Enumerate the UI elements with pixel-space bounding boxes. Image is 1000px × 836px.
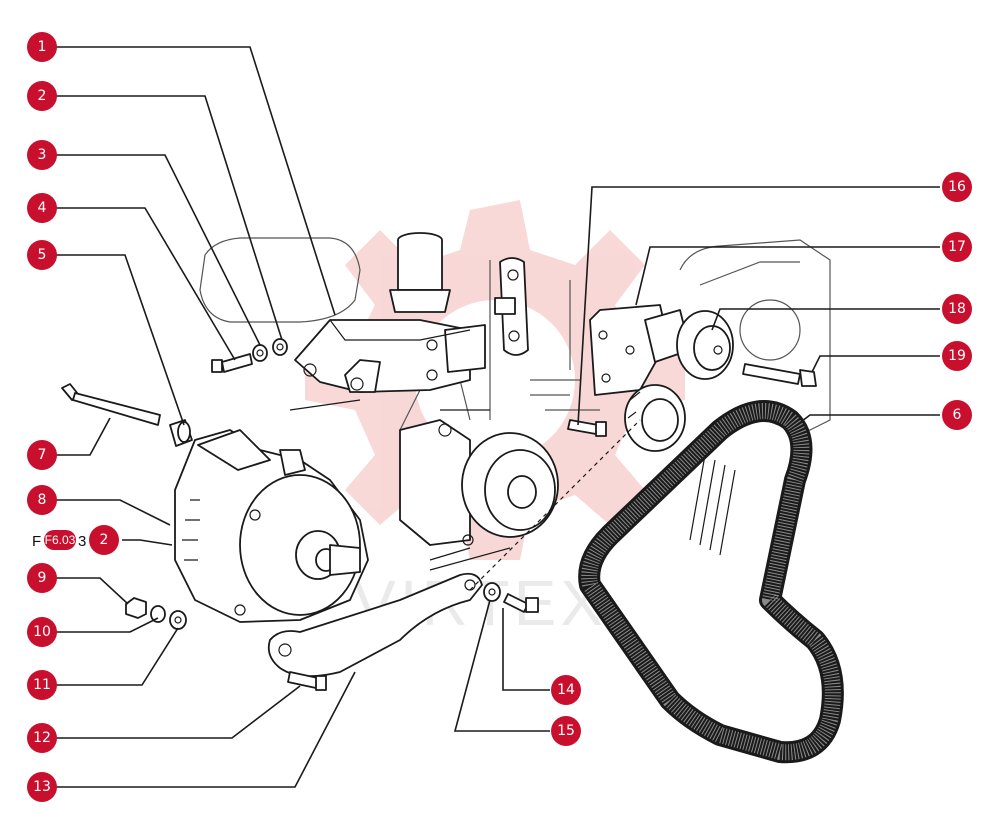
svg-text:7: 7	[38, 447, 47, 463]
callout-15[interactable]: 15	[551, 716, 581, 746]
callout-13[interactable]: 13	[27, 772, 57, 802]
callout-2[interactable]: 2	[27, 81, 57, 111]
callout-17[interactable]: 17	[942, 232, 972, 262]
svg-text:16: 16	[948, 179, 966, 195]
callout-1[interactable]: 1	[27, 32, 57, 62]
svg-text:8: 8	[38, 492, 47, 508]
leader-18	[711, 308, 940, 331]
svg-text:15: 15	[557, 723, 575, 739]
washer-15	[483, 582, 501, 602]
svg-text:4: 4	[38, 200, 47, 216]
washer-11	[169, 610, 187, 630]
water-outlet	[389, 232, 451, 313]
callout-6[interactable]: 6	[942, 400, 972, 430]
callout-8[interactable]: 8	[27, 485, 57, 515]
poly-v-belt	[578, 400, 844, 764]
svg-text:2: 2	[38, 88, 47, 104]
callout-12[interactable]: 12	[27, 723, 57, 753]
nut-9	[125, 597, 147, 619]
long-bolt-7	[61, 383, 161, 426]
svg-text:13: 13	[33, 779, 51, 795]
leader-8	[56, 499, 171, 526]
bolt-19	[742, 363, 817, 387]
leader-10	[56, 617, 159, 633]
spacer-5	[169, 419, 193, 447]
figure-reference-badge	[44, 530, 76, 550]
tensioner-assembly	[589, 304, 734, 452]
callout-18[interactable]: 18	[942, 294, 972, 324]
bolt-4	[211, 353, 253, 373]
svg-text:11: 11	[33, 677, 51, 693]
callout-11[interactable]: 11	[27, 670, 57, 700]
svg-text:10: 10	[33, 624, 51, 640]
figure-reference: F F6.03 3	[32, 530, 86, 550]
svg-text:9: 9	[38, 570, 47, 586]
svg-text:1: 1	[38, 39, 47, 55]
leader-1	[56, 46, 336, 316]
svg-text:14: 14	[557, 682, 575, 698]
callout-9[interactable]: 9	[27, 563, 57, 593]
leader-19	[811, 355, 940, 373]
alternator	[174, 429, 369, 623]
leader-4	[56, 207, 236, 361]
leader-7	[56, 417, 111, 456]
leader-17	[635, 246, 940, 306]
bracket-link	[494, 257, 529, 356]
svg-text:19: 19	[948, 348, 966, 364]
svg-text:5: 5	[38, 247, 47, 263]
callout-7[interactable]: 7	[27, 440, 57, 470]
callout-14[interactable]: 14	[551, 675, 581, 705]
leader-6	[789, 414, 940, 431]
svg-text:12: 12	[33, 730, 51, 746]
leader-12	[56, 685, 301, 739]
water-pump-pulley	[399, 419, 559, 546]
leader-3	[56, 154, 261, 346]
figure-reference-prefix: F	[32, 533, 41, 550]
callout-4[interactable]: 4	[27, 193, 57, 223]
bolt-12	[287, 671, 327, 691]
leader-5	[56, 254, 185, 426]
svg-text:2: 2	[100, 532, 109, 548]
figure-reference-suffix: 3	[78, 533, 86, 550]
reference-lines	[289, 399, 641, 591]
svg-text:3: 3	[38, 147, 47, 163]
svg-text:18: 18	[948, 301, 966, 317]
leader-2a	[56, 95, 283, 341]
washer-2	[272, 338, 288, 356]
svg-text:6: 6	[953, 407, 962, 423]
washer-10	[150, 605, 166, 623]
callout-5[interactable]: 5	[27, 240, 57, 270]
leader-13	[56, 671, 356, 788]
figure-reference-code: F6.03	[45, 533, 76, 547]
callouts: 1 2 3 4 5 7 8 2 9 10 11 12 13 14 15 16 1…	[27, 32, 972, 802]
mounting-bracket	[294, 319, 486, 393]
svg-text:17: 17	[948, 239, 966, 255]
bolt-14	[503, 593, 539, 613]
leader-lines	[56, 46, 940, 788]
callout-19[interactable]: 19	[942, 341, 972, 371]
leader-15	[453, 599, 550, 732]
leader-14	[502, 608, 550, 691]
callout-10[interactable]: 10	[27, 617, 57, 647]
leader-11	[56, 627, 179, 686]
leader-2b	[122, 539, 173, 546]
leader-16	[577, 186, 940, 426]
callout-3[interactable]: 3	[27, 140, 57, 170]
bolt-16	[567, 419, 607, 437]
washer-3	[252, 344, 268, 362]
callout-2-secondary[interactable]: 2	[89, 525, 119, 555]
callout-16[interactable]: 16	[942, 172, 972, 202]
leader-9	[56, 577, 129, 605]
